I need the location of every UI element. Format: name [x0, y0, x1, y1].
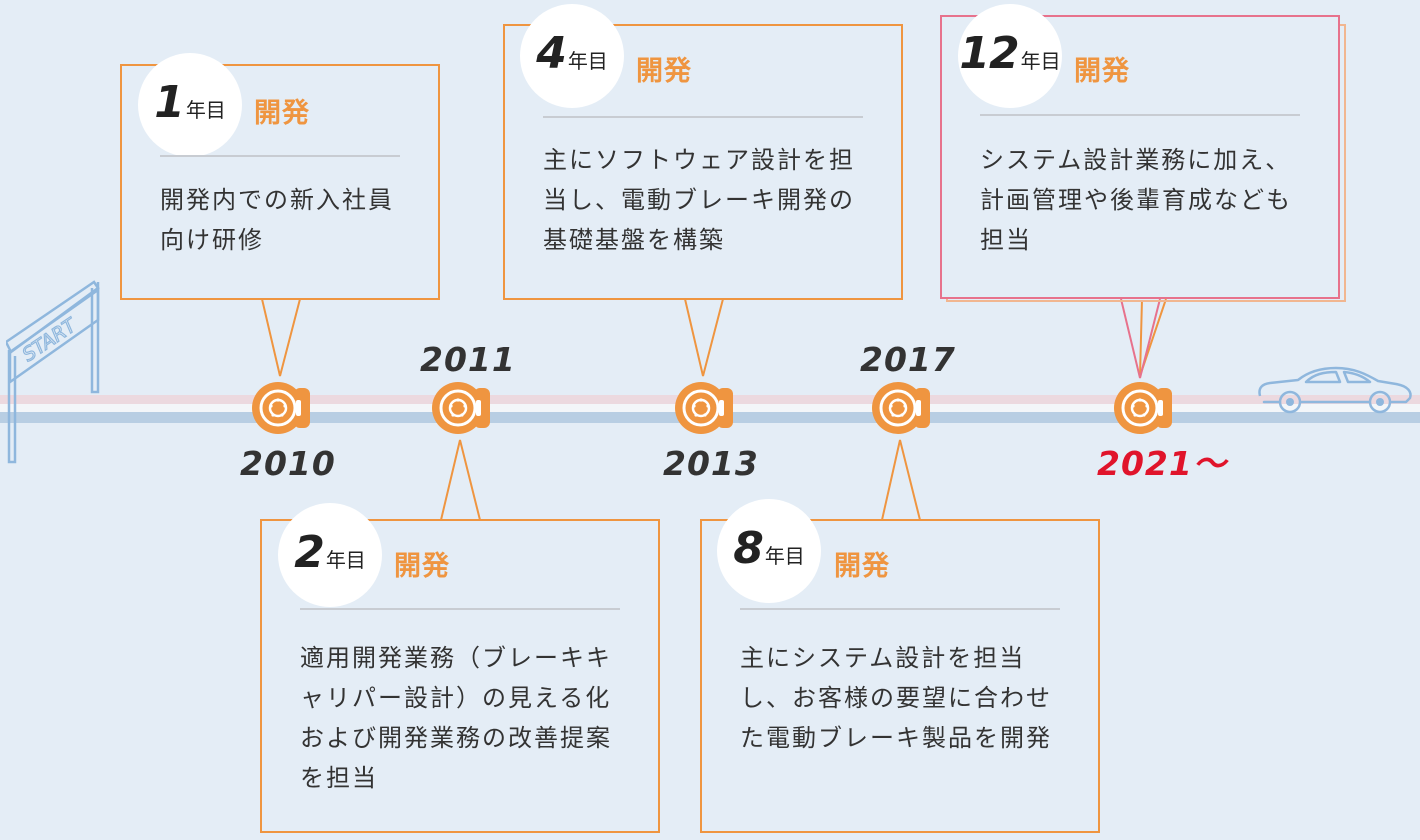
- years-unit: 年目: [1020, 49, 1061, 73]
- year-label: 2017: [860, 340, 956, 379]
- years-unit: 年目: [325, 548, 366, 572]
- divider: [160, 155, 400, 157]
- divider: [300, 608, 620, 610]
- brake-disc-icon: [870, 378, 930, 438]
- years-number: 8: [733, 523, 764, 574]
- years-number: 2: [294, 527, 325, 578]
- year-label: 2013: [663, 444, 759, 483]
- role-label: 開発: [834, 551, 890, 582]
- brake-disc-icon: [250, 378, 310, 438]
- milestone-description: 適用開発業務（ブレーキキャリパー設計）の見える化および開発業務の改善提案を担当: [300, 644, 612, 792]
- years-badge: 12 年目: [958, 4, 1062, 108]
- divider: [543, 116, 863, 118]
- years-number: 1: [154, 77, 185, 128]
- car-icon: [1256, 366, 1414, 414]
- years-unit: 年目: [764, 544, 805, 568]
- year-label-current: 2021～: [1097, 444, 1227, 483]
- brake-disc-icon: [1112, 378, 1172, 438]
- milestone-description: 主にシステム設計を担当し、お客様の要望に合わせた電動ブレーキ製品を開発: [740, 644, 1052, 752]
- divider: [980, 114, 1300, 116]
- divider: [740, 608, 1060, 610]
- milestone-card-current: [940, 15, 1340, 299]
- role-label: 開発: [394, 551, 450, 582]
- milestone-description: 開発内での新入社員向け研修: [160, 186, 394, 254]
- years-badge: 1 年目: [138, 53, 242, 157]
- years-number: 12: [959, 28, 1019, 79]
- start-gate-icon: START: [4, 280, 106, 465]
- years-unit: 年目: [567, 49, 608, 73]
- milestone-description: 主にソフトウェア設計を担当し、電動ブレーキ開発の基礎基盤を構築: [543, 146, 855, 254]
- years-unit: 年目: [185, 98, 226, 122]
- years-number: 4: [536, 28, 567, 79]
- years-badge: 4 年目: [520, 4, 624, 108]
- years-badge: 8 年目: [717, 499, 821, 603]
- role-label: 開発: [254, 98, 310, 129]
- brake-disc-icon: [673, 378, 733, 438]
- year-label: 2010: [240, 444, 336, 483]
- milestone-description: システム設計業務に加え、計画管理や後輩育成なども担当: [980, 146, 1292, 254]
- role-label: 開発: [636, 56, 692, 87]
- brake-disc-icon: [430, 378, 490, 438]
- role-label: 開発: [1074, 56, 1130, 87]
- year-label: 2011: [420, 340, 516, 379]
- years-badge: 2 年目: [278, 503, 382, 607]
